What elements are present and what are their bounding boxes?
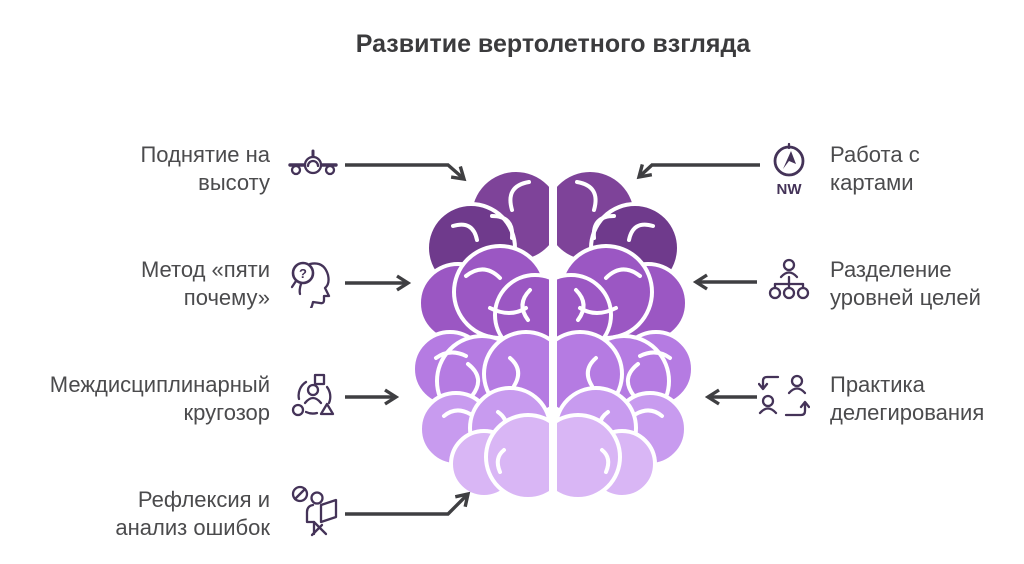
compass-icon: NW [768, 141, 810, 197]
arrow-map-work [636, 163, 760, 180]
arrow-reflection [345, 491, 471, 516]
label-map-work: Работа с картами [830, 142, 920, 195]
label-delegation-practice: Практика делегирования [830, 372, 985, 425]
delegation-icon [758, 373, 810, 419]
label-reflection-error-analysis: Рефлексия и анализ ошибок [115, 487, 270, 540]
airplane-front-icon [287, 147, 339, 187]
arrow-rise-to-altitude [345, 163, 467, 182]
hierarchy-icon [766, 257, 812, 305]
label-rise-to-altitude: Поднятие на высоту [140, 142, 270, 195]
page-title: Развитие вертолетного взгляда [355, 30, 751, 58]
label-five-whys: Метод «пяти почему» [140, 257, 270, 310]
head-question-magnifier-icon: ? [289, 258, 335, 308]
label-goal-levels: Разделение уровней целей [830, 257, 981, 310]
svg-text:?: ? [299, 266, 307, 281]
svg-text:NW: NW [777, 181, 803, 197]
person-shapes-icon [289, 372, 337, 420]
label-interdisciplinary-outlook: Междисциплинарный кругозор [49, 372, 270, 425]
error-analysis-icon [291, 485, 339, 537]
